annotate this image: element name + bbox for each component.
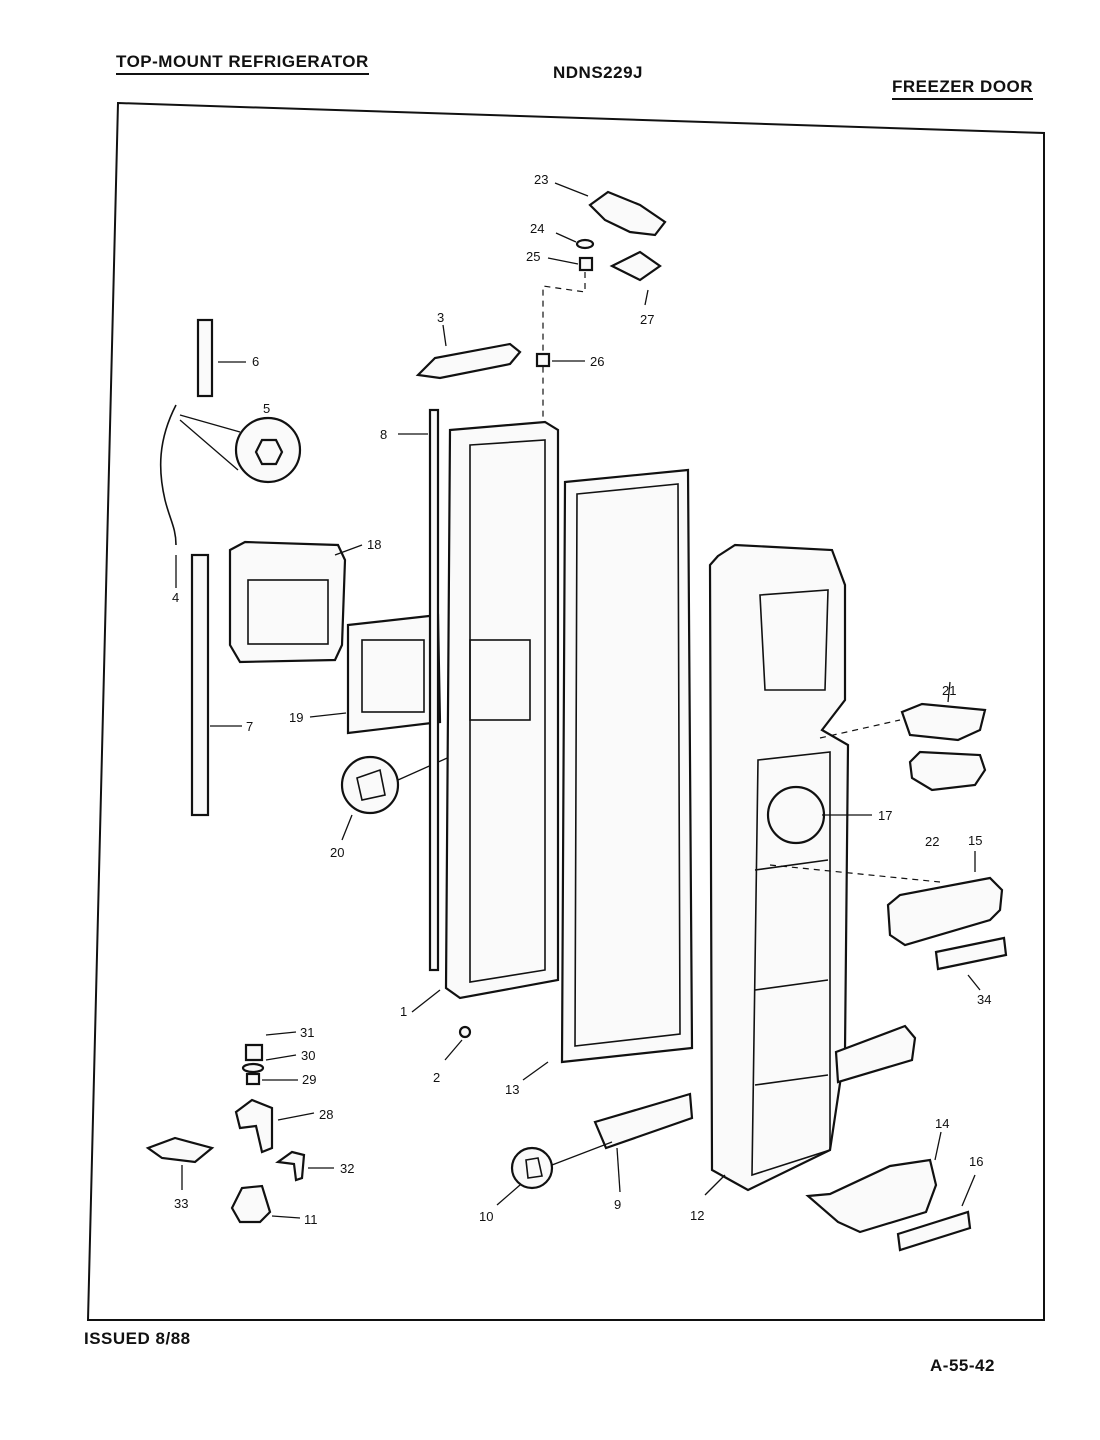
- callout-22: 22: [925, 834, 939, 849]
- callout-9: 9: [614, 1197, 621, 1212]
- model-number: NDNS229J: [553, 63, 643, 82]
- part-5-nut-detail: [179, 414, 302, 484]
- part-30-washer: [241, 1054, 297, 1074]
- drawing-code: A-55-42: [930, 1356, 995, 1375]
- part-25-bushing: [547, 256, 594, 272]
- part-2-screw: [444, 1025, 472, 1061]
- callout-25: 25: [526, 249, 540, 264]
- diagram-frame: [86, 101, 1045, 1321]
- part-3-door-stop: [415, 324, 522, 380]
- callout-4: 4: [172, 590, 179, 605]
- callout-12: 12: [690, 1208, 704, 1223]
- part-24-washer: [555, 232, 595, 250]
- part-18-dispenser-housing: [228, 540, 363, 664]
- callout-13: 13: [505, 1082, 519, 1097]
- callout-20: 20: [330, 845, 344, 860]
- part-22-chute-bracket: [908, 750, 987, 792]
- part-31-spring: [244, 1031, 297, 1062]
- callout-16: 16: [969, 1154, 983, 1169]
- part-14-door-bin: [805, 1131, 942, 1234]
- issue-date: ISSUED 8/88: [84, 1329, 191, 1348]
- callout-10: 10: [479, 1209, 493, 1224]
- part-29-bushing: [245, 1072, 298, 1086]
- part-23-top-hinge: [554, 182, 667, 237]
- callout-26: 26: [590, 354, 604, 369]
- callout-31: 31: [300, 1025, 314, 1040]
- callout-29: 29: [302, 1072, 316, 1087]
- part-16-bin-trim: [896, 1174, 976, 1252]
- callout-7: 7: [246, 719, 253, 734]
- liner-shelf-bar: [834, 1024, 917, 1084]
- callout-18: 18: [367, 537, 381, 552]
- callout-27: 27: [640, 312, 654, 327]
- callout-6: 6: [252, 354, 259, 369]
- callout-21: 21: [942, 683, 956, 698]
- part-6-trim-strip: [196, 318, 246, 398]
- part-26-pin-bushing: [535, 352, 585, 368]
- part-1-outer-door-panel: [411, 420, 560, 1013]
- part-11-cam: [230, 1184, 301, 1224]
- callout-17: 17: [878, 808, 892, 823]
- callout-8: 8: [380, 427, 387, 442]
- part-9-dispenser-base: [593, 1092, 694, 1193]
- callout-19: 19: [289, 710, 303, 725]
- callout-23: 23: [534, 172, 548, 187]
- callout-33: 33: [174, 1196, 188, 1211]
- callout-14: 14: [935, 1116, 949, 1131]
- callout-28: 28: [319, 1107, 333, 1122]
- callout-11: 11: [304, 1212, 318, 1227]
- callout-34: 34: [977, 992, 991, 1007]
- part-19-dispenser-frame: [309, 613, 442, 735]
- part-10-switch-detail: [496, 1141, 613, 1206]
- part-7-trim-strip: [190, 553, 242, 817]
- callout-24: 24: [530, 221, 544, 236]
- section-title: FREEZER DOOR: [892, 77, 1034, 100]
- callout-3: 3: [437, 310, 444, 325]
- callout-2: 2: [433, 1070, 440, 1085]
- part-27-shim: [609, 250, 662, 306]
- part-15-shelf-bin: [886, 851, 1004, 947]
- part-12-inner-liner: [704, 543, 850, 1196]
- callout-5: 5: [263, 401, 270, 416]
- part-32-clip: [275, 1150, 334, 1182]
- callout-1: 1: [400, 1004, 407, 1019]
- callout-15: 15: [968, 833, 982, 848]
- part-8-door-strip: [398, 408, 440, 972]
- part-34-bin-trim: [934, 936, 1008, 991]
- part-33-hinge-plate: [145, 1136, 215, 1190]
- diagram-title: TOP-MOUNT REFRIGERATOR: [116, 52, 369, 75]
- callout-32: 32: [340, 1161, 354, 1176]
- part-28-bottom-hinge: [234, 1098, 315, 1154]
- part-4-wire-harness: [159, 404, 177, 588]
- part-13-door-gasket: [522, 468, 694, 1081]
- part-21-chute: [900, 681, 987, 742]
- callout-30: 30: [301, 1048, 315, 1063]
